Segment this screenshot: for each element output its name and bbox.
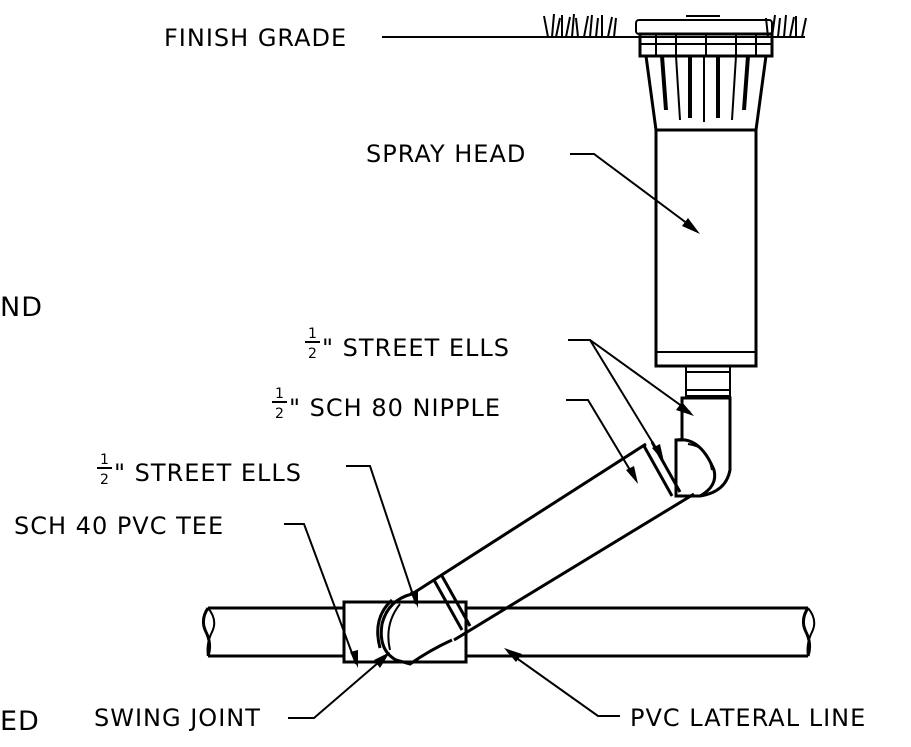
pvc-lateral-line — [201, 606, 816, 658]
pvc-tee-label: SCH 40 PVC TEE — [14, 512, 224, 540]
leader-spray-head — [570, 153, 700, 234]
pvc-tee — [342, 600, 468, 664]
upper-street-ell — [674, 396, 732, 498]
swing-joint-label: SWING JOINT — [94, 704, 261, 732]
street-ells-upper-text: " STREET ELLS — [322, 334, 510, 362]
sch80-nipple-label: 1 2 " SCH 80 NIPPLE — [272, 386, 501, 422]
diagonal-nipple — [411, 441, 695, 642]
leader-sch80-nipple — [566, 399, 638, 484]
finish-grade-label: FINISH GRADE — [164, 24, 347, 52]
fraction-numerator: 1 — [275, 386, 284, 402]
fraction-numerator: 1 — [308, 326, 317, 342]
leader-lateral-line — [504, 648, 620, 717]
leader-pvc-tee — [284, 523, 358, 668]
spray-head-label: SPRAY HEAD — [366, 140, 526, 168]
leader-street-ells-lower — [346, 465, 418, 608]
fraction-numerator: 1 — [100, 452, 109, 468]
fraction-denominator: 2 — [100, 472, 109, 488]
fraction-denominator: 2 — [275, 406, 284, 422]
cut-off-text-ed: ED — [0, 706, 40, 737]
lateral-line-label: PVC LATERAL LINE — [630, 704, 866, 732]
street-ells-lower-label: 1 2 " STREET ELLS — [97, 452, 302, 488]
leader-swing-joint — [288, 652, 390, 719]
grass-tufts — [543, 13, 807, 38]
cut-off-text-nd: ND — [0, 292, 43, 323]
spray-head — [635, 15, 774, 397]
street-ells-upper-label: 1 2 " STREET ELLS — [305, 326, 510, 362]
fraction-denominator: 2 — [308, 346, 317, 362]
street-ells-lower-text: " STREET ELLS — [114, 459, 302, 487]
leader-street-ells-upper — [568, 339, 694, 462]
sch80-nipple-text: " SCH 80 NIPPLE — [289, 394, 501, 422]
